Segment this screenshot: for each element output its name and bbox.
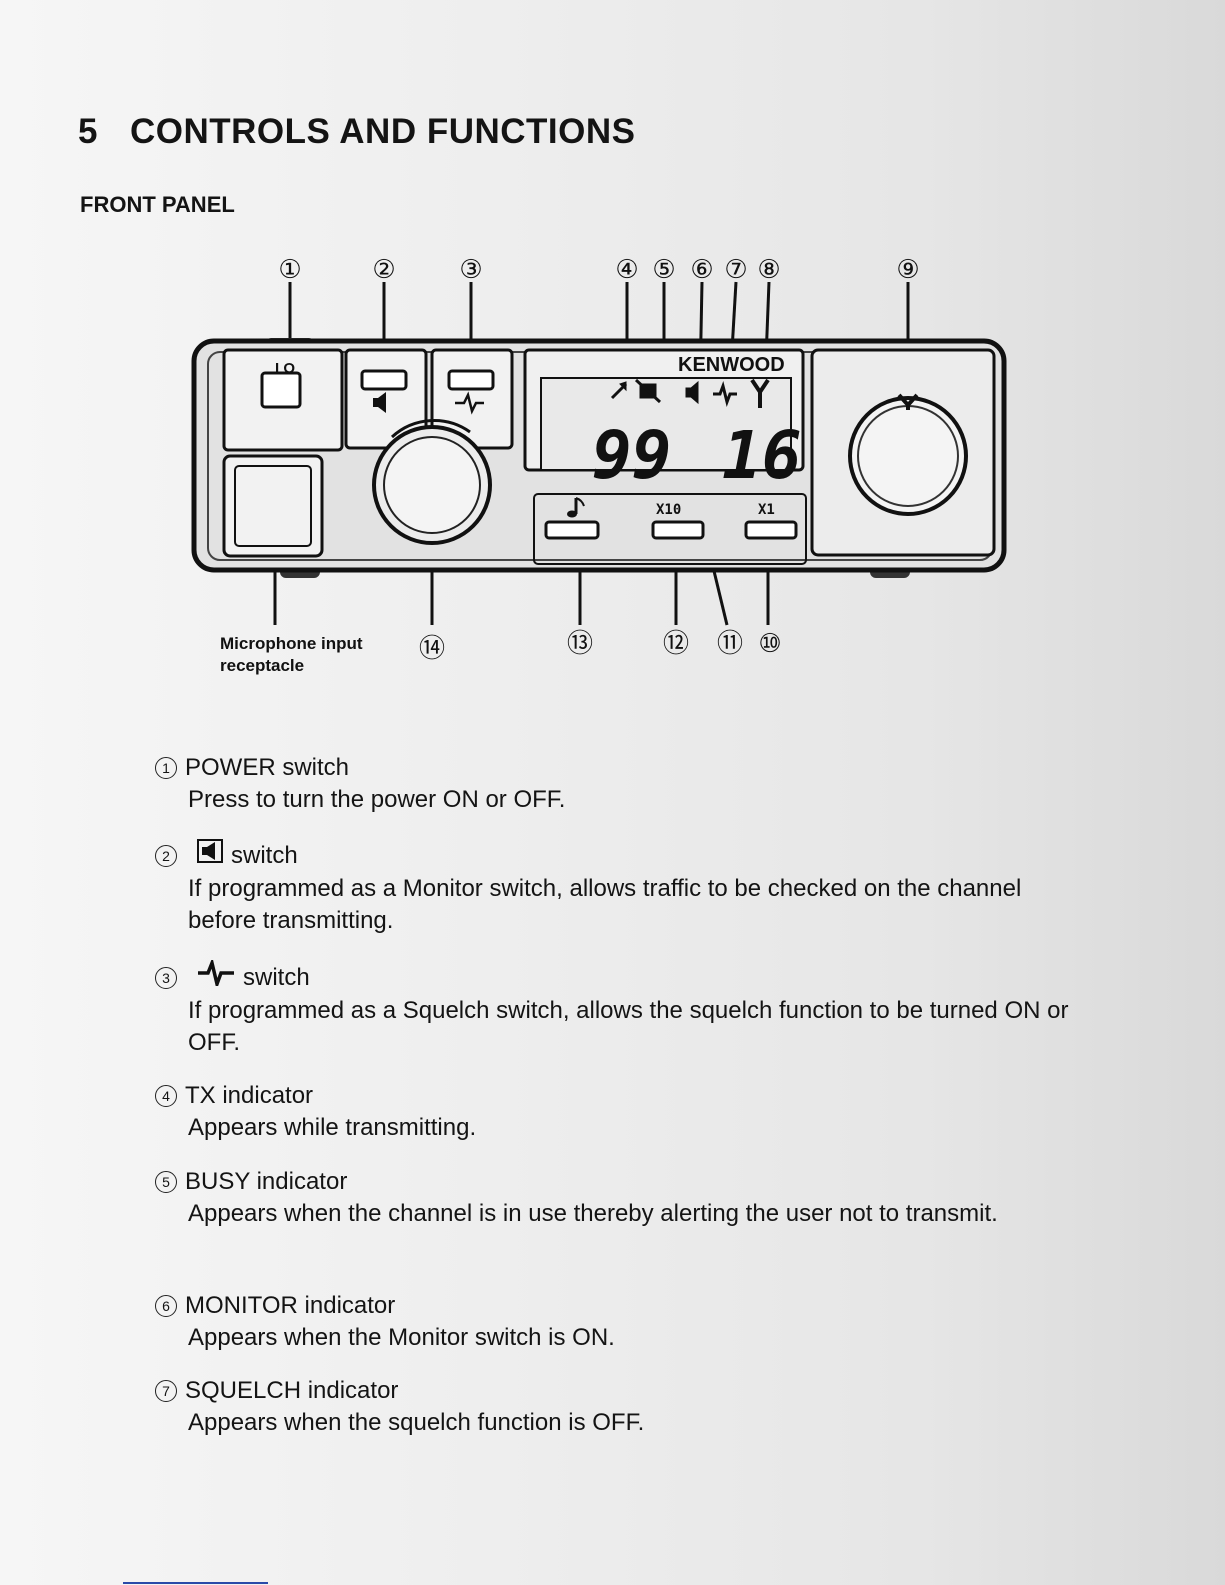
item-busy-indicator: 5 BUSY indicator Appears when the channel… — [155, 1166, 1088, 1230]
item-description: Appears when the channel is in use there… — [188, 1200, 998, 1227]
item-description: Appears when the Monitor switch is ON. — [188, 1324, 615, 1351]
callout-4: ④ — [615, 255, 638, 285]
item-description: Appears when the squelch function is OFF… — [188, 1409, 645, 1436]
item-number: 4 — [155, 1085, 177, 1107]
squelch-switch-icon — [455, 391, 484, 415]
item-title: switch — [243, 963, 310, 991]
section-heading: 5 CONTROLS AND FUNCTIONS — [78, 112, 635, 152]
monitor-switch-speaker-icon — [373, 392, 386, 413]
callout-8: ⑧ — [757, 255, 780, 285]
squelch-icon — [197, 957, 235, 995]
item-description: If programmed as a Monitor switch, allow… — [188, 875, 1022, 934]
callout-11: ⑪ — [717, 629, 743, 659]
display-panel — [523, 348, 807, 565]
item-number: 1 — [155, 757, 177, 779]
power-switch-label: I O — [275, 360, 295, 377]
music-note-icon — [567, 497, 585, 518]
item-title: switch — [231, 841, 298, 869]
callout-10: ⑩ — [758, 629, 781, 659]
item-title: SQUELCH indicator — [185, 1377, 399, 1404]
power-switch — [260, 371, 302, 409]
x1-label: X1 — [758, 502, 775, 518]
x10-label: X10 — [656, 502, 681, 518]
tone-button — [544, 520, 600, 540]
brand-logo: KENWOOD — [678, 354, 785, 376]
mic-label-line1: Microphone input — [220, 634, 363, 653]
callout-5: ⑤ — [652, 255, 675, 285]
section-number: 5 — [78, 112, 98, 151]
callout-13: ⑬ — [567, 629, 593, 659]
item-squelch-switch: 3 switch If programmed as a Squelch swit… — [155, 957, 1088, 1059]
item-description: Appears while transmitting. — [188, 1114, 477, 1141]
bottom-link-underline — [123, 1582, 268, 1584]
item-monitor-indicator: 6 MONITOR indicator Appears when the Moni… — [155, 1290, 1088, 1354]
item-power-switch: 1 POWER switch Press to turn the power ON… — [155, 752, 1088, 816]
item-tx-indicator: 4 TX indicator Appears while transmitting… — [155, 1080, 1088, 1144]
squelch-switch — [447, 369, 495, 391]
item-number: 6 — [155, 1295, 177, 1317]
volume-knob — [372, 419, 492, 545]
item-number: 5 — [155, 1171, 177, 1193]
subsection-heading: FRONT PANEL — [80, 192, 235, 217]
item-description: If programmed as a Squelch switch, allow… — [188, 997, 1069, 1056]
callout-9: ⑨ — [896, 255, 919, 285]
callout-1: ① — [278, 255, 301, 285]
item-description: Press to turn the power ON or OFF. — [188, 786, 566, 813]
x10-button — [651, 520, 705, 540]
x1-button — [744, 520, 798, 540]
item-monitor-switch: 2 switch If programmed as a Monitor swit… — [155, 838, 1088, 937]
item-number: 2 — [155, 844, 177, 867]
callout-14: ⑭ — [419, 634, 445, 664]
display-digits-right: 16 — [722, 417, 801, 494]
item-title: TX indicator — [185, 1082, 314, 1109]
mic-label-line2: receptacle — [220, 656, 304, 675]
callout-2: ② — [372, 255, 395, 285]
display-icons — [610, 378, 770, 408]
item-squelch-indicator: 7 SQUELCH indicator Appears when the sque… — [155, 1375, 1088, 1439]
right-knob — [848, 396, 968, 516]
item-number: 3 — [155, 966, 177, 989]
section-title: CONTROLS AND FUNCTIONS — [129, 112, 636, 151]
item-title: POWER switch — [185, 754, 350, 781]
item-title: BUSY indicator — [185, 1168, 348, 1195]
item-title: MONITOR indicator — [185, 1292, 396, 1319]
speaker-icon — [197, 838, 223, 873]
callout-12: ⑫ — [663, 629, 689, 659]
callout-6: ⑥ — [690, 255, 713, 285]
display-digits-left: 99 — [592, 417, 671, 494]
monitor-switch — [360, 369, 408, 391]
front-panel-diagram: I O KENWOOD 99 16 X10 X1 — [191, 255, 1007, 675]
callout-7: ⑦ — [724, 255, 747, 285]
item-number: 7 — [155, 1380, 177, 1402]
callout-3: ③ — [459, 255, 482, 285]
